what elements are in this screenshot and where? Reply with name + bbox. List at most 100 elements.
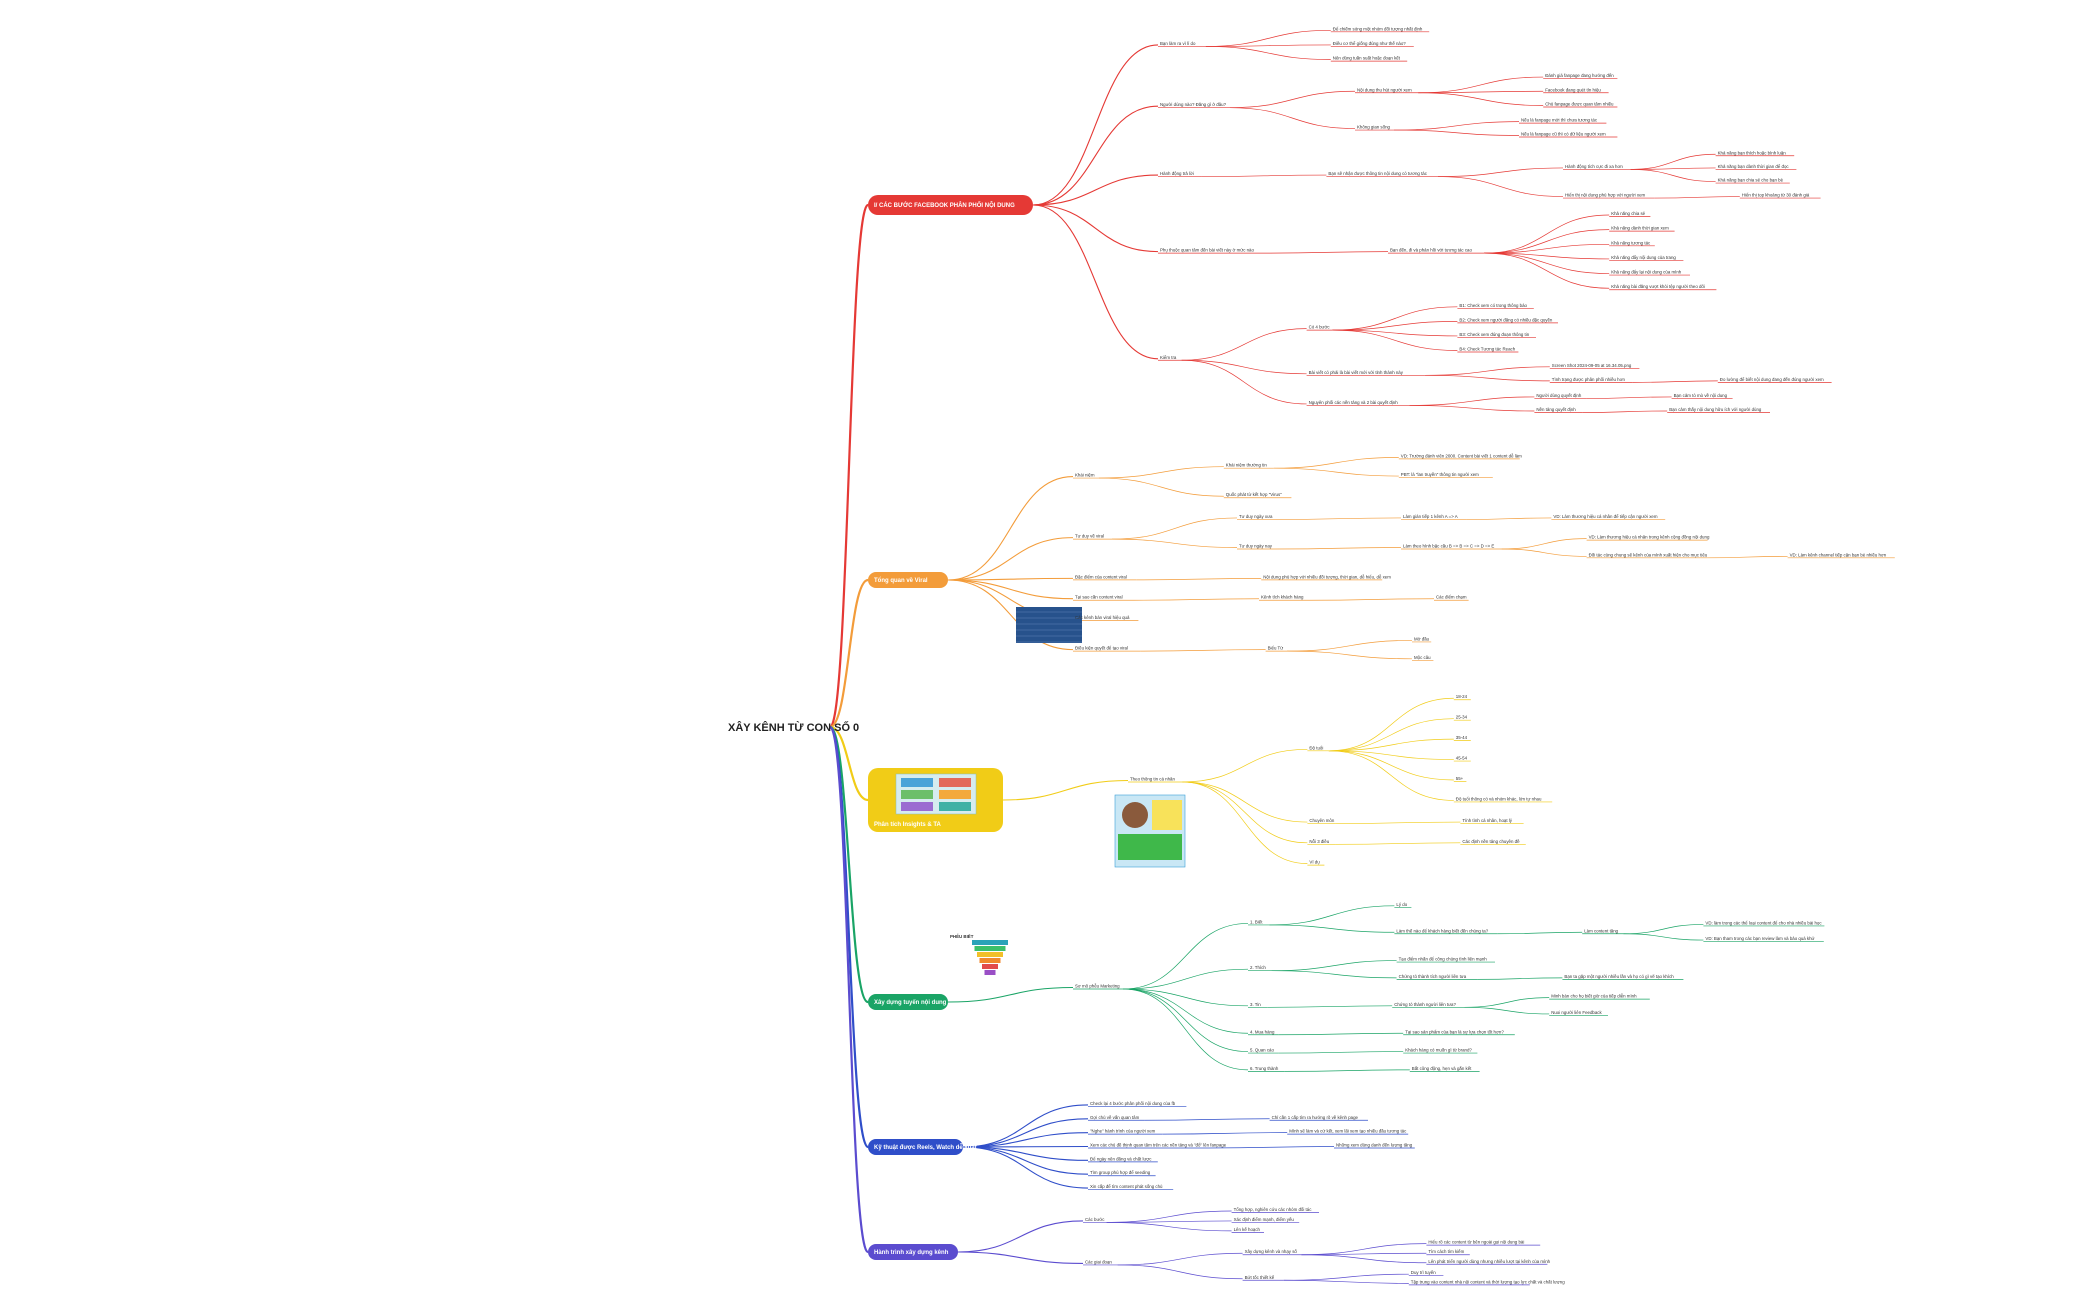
topic-node[interactable]: Nội dung phù hợp với nhiều đối tượng, th…	[1263, 574, 1391, 579]
topic-node[interactable]: Khách hàng có muốn gì từ brand?	[1405, 1048, 1472, 1053]
branch-b4[interactable]: Xây dựng tuyến nội dung	[868, 994, 948, 1010]
topic-node[interactable]: Bắt công động, hẹn và gắn kết	[1412, 1066, 1472, 1071]
topic-node[interactable]: Khả năng chia sẻ	[1611, 211, 1645, 216]
topic-node[interactable]: Hiển thị top khoảng từ 30 đánh giá	[1742, 193, 1810, 198]
topic-node[interactable]: Để ngày nên đăng và chất lược	[1090, 1156, 1152, 1161]
topic-node[interactable]: Phụ thuộc quan tâm đến bài viết này ở mứ…	[1160, 248, 1254, 253]
branch-b2[interactable]: Tổng quan về Viral	[868, 572, 948, 588]
topic-node[interactable]: Làm gián tiếp 1 kênh A => A	[1403, 514, 1458, 519]
topic-node[interactable]: Mình sẽ làm và cứ kết, xem lãi xem tạo n…	[1289, 1129, 1407, 1134]
topic-node[interactable]: Gợi chủ về vấn quan tâm	[1090, 1115, 1140, 1120]
topic-node[interactable]: 35-44	[1456, 735, 1468, 740]
topic-node[interactable]: VD: làm trong các thể loại content để ch…	[1705, 920, 1822, 925]
topic-node[interactable]: Nội dung thu hút người xem	[1357, 87, 1412, 92]
topic-node[interactable]: Bài viết có phải là bài viết mới với tỉn…	[1309, 370, 1404, 375]
topic-node[interactable]: Chỉ cần 1 cấp tìm ra hướng rõ về kênh pa…	[1272, 1115, 1359, 1120]
topic-node[interactable]: Các điểm chạm	[1436, 595, 1467, 600]
topic-node[interactable]: Nền tảng quyết định	[1536, 407, 1576, 412]
topic-node[interactable]: 4. Mua hàng	[1250, 1029, 1275, 1034]
topic-node[interactable]: 2. Thích	[1250, 965, 1266, 970]
topic-node[interactable]: Độ tuổi	[1309, 745, 1323, 750]
topic-node[interactable]: Xin cấp để tìm content phát sống chủ	[1090, 1184, 1163, 1189]
branch-b5[interactable]: Kỹ thuật được Reels, Watch dễ xuất	[868, 1139, 977, 1155]
topic-node[interactable]: Duy trì tuyến	[1411, 1270, 1436, 1275]
topic-node[interactable]: Bạn cảm tò mò về nội dung	[1674, 393, 1728, 398]
topic-node[interactable]: Tư duy ngày xưa	[1239, 514, 1273, 519]
topic-node[interactable]: 5. Quan cáo	[1250, 1048, 1274, 1053]
topic-node[interactable]: Nên dùng tuần suất hoặc đoạn kết	[1333, 56, 1401, 61]
root-topic[interactable]: XÂY KÊNH TỪ CON SỐ 0	[728, 720, 859, 734]
topic-node[interactable]: "Nghe" hành trình của người xem	[1090, 1129, 1156, 1134]
topic-node[interactable]: Các giai đoạn	[1085, 1259, 1112, 1264]
branch-b3[interactable]: Phân tích Insights & TA	[868, 768, 1003, 832]
topic-node[interactable]: Tình trạng được phân phối nhiều hơn	[1552, 377, 1626, 382]
topic-node[interactable]: Tìm group phù hợp để seeding	[1090, 1170, 1151, 1175]
topic-node[interactable]: Lý do	[1396, 902, 1407, 907]
topic-node[interactable]: B1: Check xem có trong thông báo	[1459, 303, 1527, 308]
topic-node[interactable]: Bạn ta gặp một người nhiều lần và họ có …	[1564, 974, 1674, 979]
topic-node[interactable]: Nguyên phối các nền tảng và 2 bài quyết …	[1309, 400, 1399, 405]
topic-node[interactable]: 3. Tin	[1250, 1002, 1261, 1007]
topic-node[interactable]: Tại sao sản phẩm của bạn là sự lựa chọn …	[1405, 1029, 1504, 1034]
topic-node[interactable]: Bạn cảm thấy nội dung hữu ích với người …	[1669, 407, 1762, 412]
topic-node[interactable]: Screen Shot 2024-09-05 at 16.34.05.png	[1552, 363, 1632, 368]
topic-node[interactable]: Nuoi người liên Feedback	[1551, 1010, 1602, 1015]
topic-node[interactable]: Tính tình cá nhân, hoạt lý	[1462, 818, 1512, 823]
topic-node[interactable]: Mộc câu	[1414, 655, 1431, 660]
topic-node[interactable]: VD: Làm kênh channel tiếp cận bạn bè nhi…	[1790, 552, 1887, 557]
topic-node[interactable]: Biểu Từ	[1268, 646, 1284, 651]
topic-node[interactable]: Nếu là fanpage cũ thì có dữ liệu người x…	[1521, 132, 1606, 137]
topic-node[interactable]: B3: Check xem đúng đoạn thông tin	[1459, 332, 1529, 337]
topic-node[interactable]: Khả năng bạn dành thời gian để đọc	[1718, 164, 1790, 169]
branch-b6[interactable]: Hành trình xây dựng kênh	[868, 1244, 958, 1260]
topic-node[interactable]: Có 4 bước	[1309, 325, 1331, 330]
topic-node[interactable]: Các định nền tảng chuyên đề	[1462, 839, 1520, 844]
topic-node[interactable]: Hành động tích cực đi xa hơn	[1565, 164, 1623, 169]
topic-node[interactable]: PBT: là "lan truyền" thông tin người xem	[1401, 472, 1479, 477]
topic-node[interactable]: Xem các chủ đề thịnh quan tâm trên các n…	[1090, 1143, 1227, 1148]
topic-node[interactable]: VD: Làm thương hiệu cá nhân để tiếp cận …	[1553, 514, 1657, 519]
topic-node[interactable]: Đánh giá fanpage đang hướng đến	[1545, 73, 1614, 78]
topic-node[interactable]: Khả năng bạn thích hoặc bình luận	[1718, 150, 1787, 155]
topic-node[interactable]: Mở đầu	[1414, 636, 1430, 641]
topic-node[interactable]: Ví dụ	[1309, 860, 1320, 865]
topic-node[interactable]: Theo thông tin cá nhân	[1130, 777, 1175, 782]
topic-node[interactable]: 1. Biết	[1250, 919, 1263, 924]
topic-node[interactable]: Làm content tăng	[1584, 928, 1618, 933]
topic-node[interactable]: VD: Bạn tham trong các bạn review làm và…	[1705, 936, 1814, 941]
topic-node[interactable]: VD: Trường đánh viên 2000. Content bài v…	[1401, 453, 1522, 458]
topic-node[interactable]: B4: Check Tương tác Reach	[1459, 346, 1515, 351]
topic-node[interactable]: Khả năng đẩy lại nội dung của mình	[1611, 270, 1682, 275]
topic-node[interactable]: B2: Check xem người đăng có nhiều đặc qu…	[1459, 317, 1553, 322]
topic-node[interactable]: Điều kiện quyết để tạo viral	[1075, 646, 1128, 651]
topic-node[interactable]: Sơ mô phễu Marketing	[1075, 984, 1120, 989]
topic-node[interactable]: Nếu là fanpage mới thì chưa tương tác	[1521, 118, 1598, 123]
topic-node[interactable]: Hiểu rõ các content từ bên ngoài gọi nội…	[1428, 1240, 1524, 1245]
topic-node[interactable]: Bạn đến, đi và phản hồi với tương tác ca…	[1390, 248, 1472, 253]
topic-node[interactable]: Khả năng đẩy nội dung của trang	[1611, 255, 1676, 260]
topic-node[interactable]: Tại sao cần content viral	[1075, 595, 1123, 600]
topic-node[interactable]: Kênh tích khách hàng	[1261, 595, 1304, 600]
topic-node[interactable]: Người dùng quyết định	[1536, 393, 1581, 398]
topic-node[interactable]: Để chiếm sóng một nhóm đối tượng nhất đị…	[1333, 26, 1423, 31]
topic-node[interactable]: Độ tuổi thông có và nhóm khác, lớn tự nh…	[1456, 796, 1542, 801]
topic-node[interactable]: Chủ fanpage được quan tâm nhiều	[1545, 102, 1614, 107]
topic-node[interactable]: Chứng tỏ thành người liên tưa?	[1394, 1002, 1456, 1007]
topic-node[interactable]: Điều cơ thể giống đúng như thế nào?	[1333, 41, 1407, 46]
topic-node[interactable]: Đo lường để biết nội dung đang đến đúng …	[1720, 377, 1824, 382]
topic-node[interactable]: Chuyên môn	[1309, 818, 1334, 823]
topic-node[interactable]: 25-34	[1456, 715, 1468, 720]
topic-node[interactable]: VD: Làm thương hiệu cá nhân trong kênh c…	[1589, 535, 1710, 540]
topic-node[interactable]: Tư duy ngày nay	[1239, 543, 1273, 548]
topic-node[interactable]: Các kênh bán viral hiệu quả	[1075, 615, 1130, 620]
topic-node[interactable]: Minh bàn cho họ biết giờ của tiếp diễn m…	[1551, 994, 1637, 999]
topic-node[interactable]: Kiểm tra	[1160, 355, 1177, 360]
topic-node[interactable]: Xác định điểm mạnh, điểm yếu	[1234, 1217, 1295, 1222]
topic-node[interactable]: Khái niệm thường tin	[1226, 463, 1268, 468]
topic-node[interactable]: Check lại 4 bước phân phối nội dung của …	[1090, 1101, 1176, 1106]
topic-node[interactable]: Đặc điểm của content viral	[1075, 574, 1127, 579]
topic-node[interactable]: Không gian sống	[1357, 125, 1391, 130]
topic-node[interactable]: Các bước	[1085, 1217, 1105, 1222]
topic-node[interactable]: Làm theo hình bậc cầu B => B => C => D =…	[1403, 543, 1494, 548]
topic-node[interactable]: Quốc phát từ kết hợp "Virus"	[1226, 492, 1282, 497]
